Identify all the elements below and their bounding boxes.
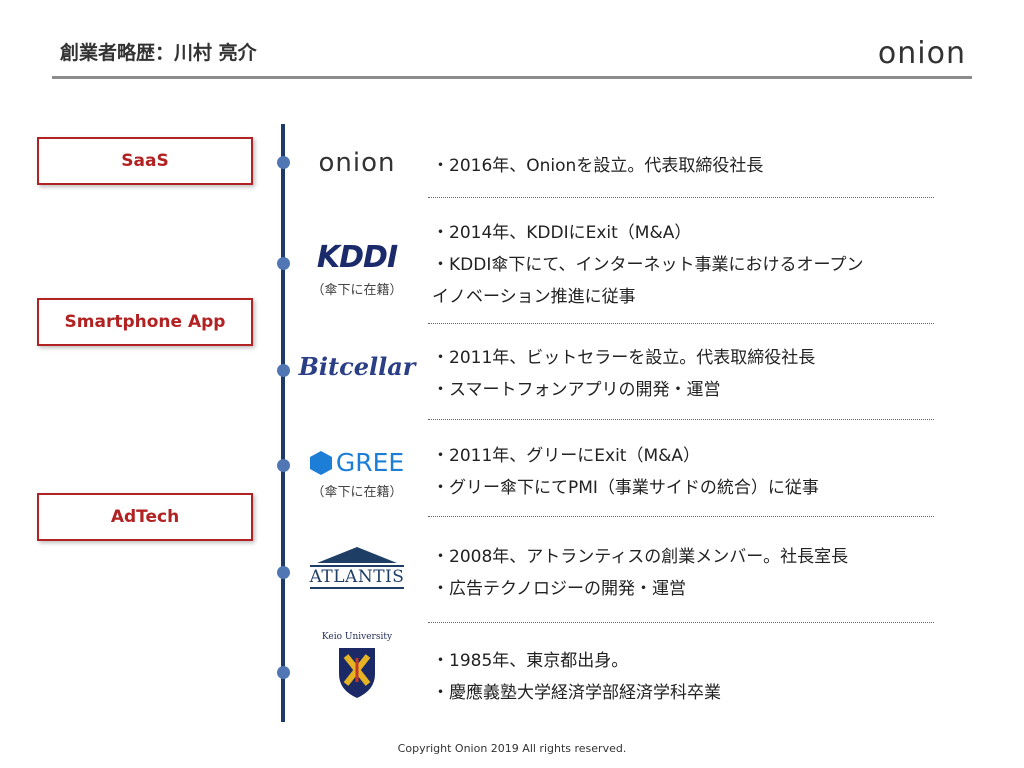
timeline-dot bbox=[277, 364, 290, 377]
bitcellar-logo: Bitcellar bbox=[298, 352, 416, 381]
kddi-logo: KDDI （傘下に在籍） bbox=[300, 240, 414, 298]
entry-line: ・KDDI傘下にて、インターネット事業におけるオープン bbox=[432, 255, 864, 275]
logo-text: GREE bbox=[335, 448, 405, 477]
timeline-entry-kddi: ・2014年、KDDIにExit（M&A） ・KDDI傘下にて、インターネット事… bbox=[432, 217, 952, 313]
entry-line: ・グリー傘下にてPMI（事業サイドの統合）に従事 bbox=[432, 478, 819, 498]
entry-line: ・広告テクノロジーの開発・運営 bbox=[432, 579, 686, 599]
entry-line: イノベーション推進に従事 bbox=[432, 287, 636, 307]
entry-separator bbox=[428, 419, 934, 420]
timeline-dot bbox=[277, 156, 290, 169]
timeline-dot bbox=[277, 566, 290, 579]
category-adtech: AdTech bbox=[37, 493, 253, 541]
timeline-dot bbox=[277, 459, 290, 472]
timeline-entry-keio: ・1985年、東京都出身。 ・慶應義塾大学経済学部経済学科卒業 bbox=[432, 645, 952, 709]
gree-logo: GREE （傘下に在籍） bbox=[300, 448, 414, 500]
entry-line: ・2008年、アトランティスの創業メンバー。社長室長 bbox=[432, 547, 849, 567]
page-title: 創業者略歴：川村 亮介 bbox=[60, 42, 257, 64]
timeline-line bbox=[281, 124, 285, 722]
entry-line: ・慶應義塾大学経済学部経済学科卒業 bbox=[432, 683, 721, 703]
footer-copyright: Copyright Onion 2019 All rights reserved… bbox=[397, 742, 627, 755]
entry-separator bbox=[428, 197, 934, 198]
entry-line: ・2014年、KDDIにExit（M&A） bbox=[432, 223, 692, 243]
onion-logo: onion bbox=[300, 148, 414, 178]
logo-text: ATLANTIS bbox=[309, 565, 405, 589]
category-saas: SaaS bbox=[37, 137, 253, 185]
keio-crest-icon bbox=[339, 648, 375, 698]
entry-line: ・1985年、東京都出身。 bbox=[432, 651, 629, 671]
logo-text: KDDI bbox=[316, 240, 398, 275]
logo-text: onion bbox=[318, 148, 396, 178]
logo-subtext: （傘下に在籍） bbox=[311, 283, 403, 298]
entry-separator bbox=[428, 323, 934, 324]
category-smartphone-app: Smartphone App bbox=[37, 298, 253, 346]
timeline-dot bbox=[277, 257, 290, 270]
atlantis-logo: ATLANTIS bbox=[300, 545, 414, 589]
brand-logo: onion bbox=[877, 36, 966, 71]
timeline-dot bbox=[277, 666, 290, 679]
timeline-entry-atlantis: ・2008年、アトランティスの創業メンバー。社長室長 ・広告テクノロジーの開発・… bbox=[432, 541, 952, 605]
entry-line: ・スマートフォンアプリの開発・運営 bbox=[432, 380, 721, 400]
category-label: Smartphone App bbox=[64, 312, 226, 332]
entry-separator bbox=[428, 622, 934, 623]
category-label: SaaS bbox=[121, 151, 169, 171]
logo-text: Keio University bbox=[321, 632, 393, 642]
category-label: AdTech bbox=[110, 507, 180, 527]
header-divider bbox=[52, 76, 972, 79]
timeline-entry-onion: ・2016年、Onionを設立。代表取締役社長 bbox=[432, 150, 952, 182]
entry-separator bbox=[428, 516, 934, 517]
keio-logo: Keio University bbox=[300, 632, 414, 704]
entry-line: ・2011年、ビットセラーを設立。代表取締役社長 bbox=[432, 348, 816, 368]
gree-hexagon-icon bbox=[309, 450, 332, 475]
entry-line: ・2011年、グリーにExit（M&A） bbox=[432, 446, 701, 466]
timeline-entry-gree: ・2011年、グリーにExit（M&A） ・グリー傘下にてPMI（事業サイドの統… bbox=[432, 440, 952, 504]
logo-subtext: （傘下に在籍） bbox=[311, 485, 403, 500]
timeline-entry-bitcellar: ・2011年、ビットセラーを設立。代表取締役社長 ・スマートフォンアプリの開発・… bbox=[432, 342, 952, 406]
logo-text: Bitcellar bbox=[298, 352, 416, 381]
temple-icon bbox=[317, 547, 397, 563]
entry-line: ・2016年、Onionを設立。代表取締役社長 bbox=[432, 156, 764, 176]
